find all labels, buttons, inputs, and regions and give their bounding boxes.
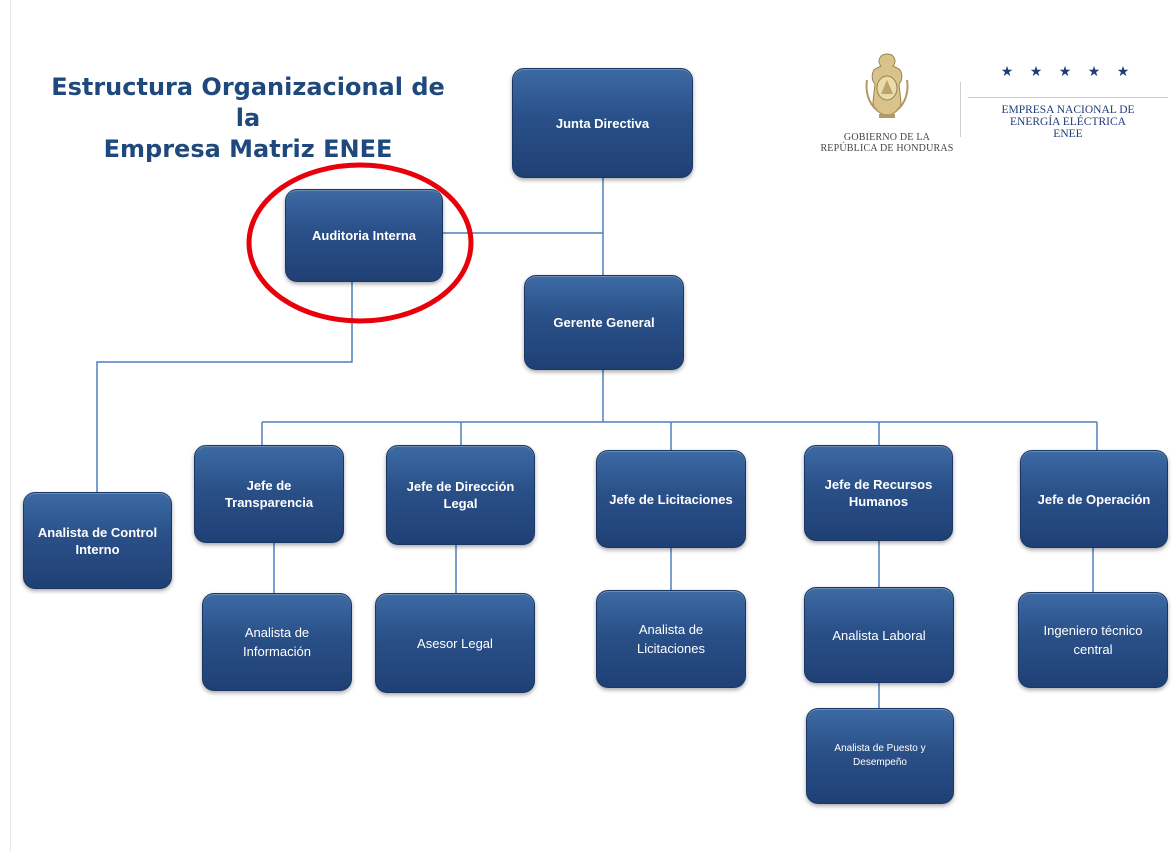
node-jefe-transparencia: Jefe de Transparencia: [194, 445, 344, 543]
node-jefe-direccion-legal: Jefe de Dirección Legal: [386, 445, 535, 545]
enee-line-2: ENERGÍA ELÉCTRICA: [1010, 116, 1126, 128]
gobierno-line-1: GOBIERNO DE LA: [843, 132, 931, 143]
gobierno-logo-text: GOBIERNO DE LA REPÚBLICA DE HONDURAS: [812, 132, 962, 154]
logo-separator: [960, 82, 961, 137]
title-line-2: Empresa Matriz ENEE: [103, 135, 393, 163]
gobierno-honduras-logo: GOBIERNO DE LA REPÚBLICA DE HONDURAS: [812, 50, 962, 160]
enee-line-3: ENEE: [1053, 128, 1083, 140]
node-analista-informacion: Analista de Información: [202, 593, 352, 691]
enee-logo: ★ ★ ★ ★ ★ EMPRESA NACIONAL DE ENERGÍA EL…: [968, 64, 1168, 164]
gobierno-line-2: REPÚBLICA DE HONDURAS: [820, 143, 954, 154]
node-gerente-general: Gerente General: [524, 275, 684, 370]
node-jefe-operacion: Jefe de Operación: [1020, 450, 1168, 548]
enee-line-1: EMPRESA NACIONAL DE: [1001, 104, 1135, 116]
stars-icon: ★ ★ ★ ★ ★: [1000, 64, 1136, 80]
node-junta-directiva: Junta Directiva: [512, 68, 693, 178]
diagram-title: Estructura Organizacional de la Empresa …: [38, 72, 458, 165]
highlight-circle: [246, 162, 474, 324]
node-jefe-recursos-humanos: Jefe de Recursos Humanos: [804, 445, 953, 541]
page-left-border: [10, 0, 11, 852]
node-jefe-licitaciones: Jefe de Licitaciones: [596, 450, 746, 548]
enee-rule: [968, 97, 1168, 98]
node-analista-laboral: Analista Laboral: [804, 587, 954, 683]
enee-logo-text: EMPRESA NACIONAL DE ENERGÍA ELÉCTRICA EN…: [968, 104, 1168, 140]
node-auditoria-interna: Auditoria Interna: [285, 189, 443, 282]
title-line-1: Estructura Organizacional de la: [51, 73, 445, 132]
node-analista-control-interno: Analista de Control Interno: [23, 492, 172, 589]
coat-of-arms-icon: [865, 53, 909, 118]
node-analista-licitaciones: Analista de Licitaciones: [596, 590, 746, 688]
node-ingeniero-tecnico-central: Ingeniero técnico central: [1018, 592, 1168, 688]
node-analista-puesto-desempeno: Analista de Puesto y Desempeño: [806, 708, 954, 804]
node-asesor-legal: Asesor Legal: [375, 593, 535, 693]
